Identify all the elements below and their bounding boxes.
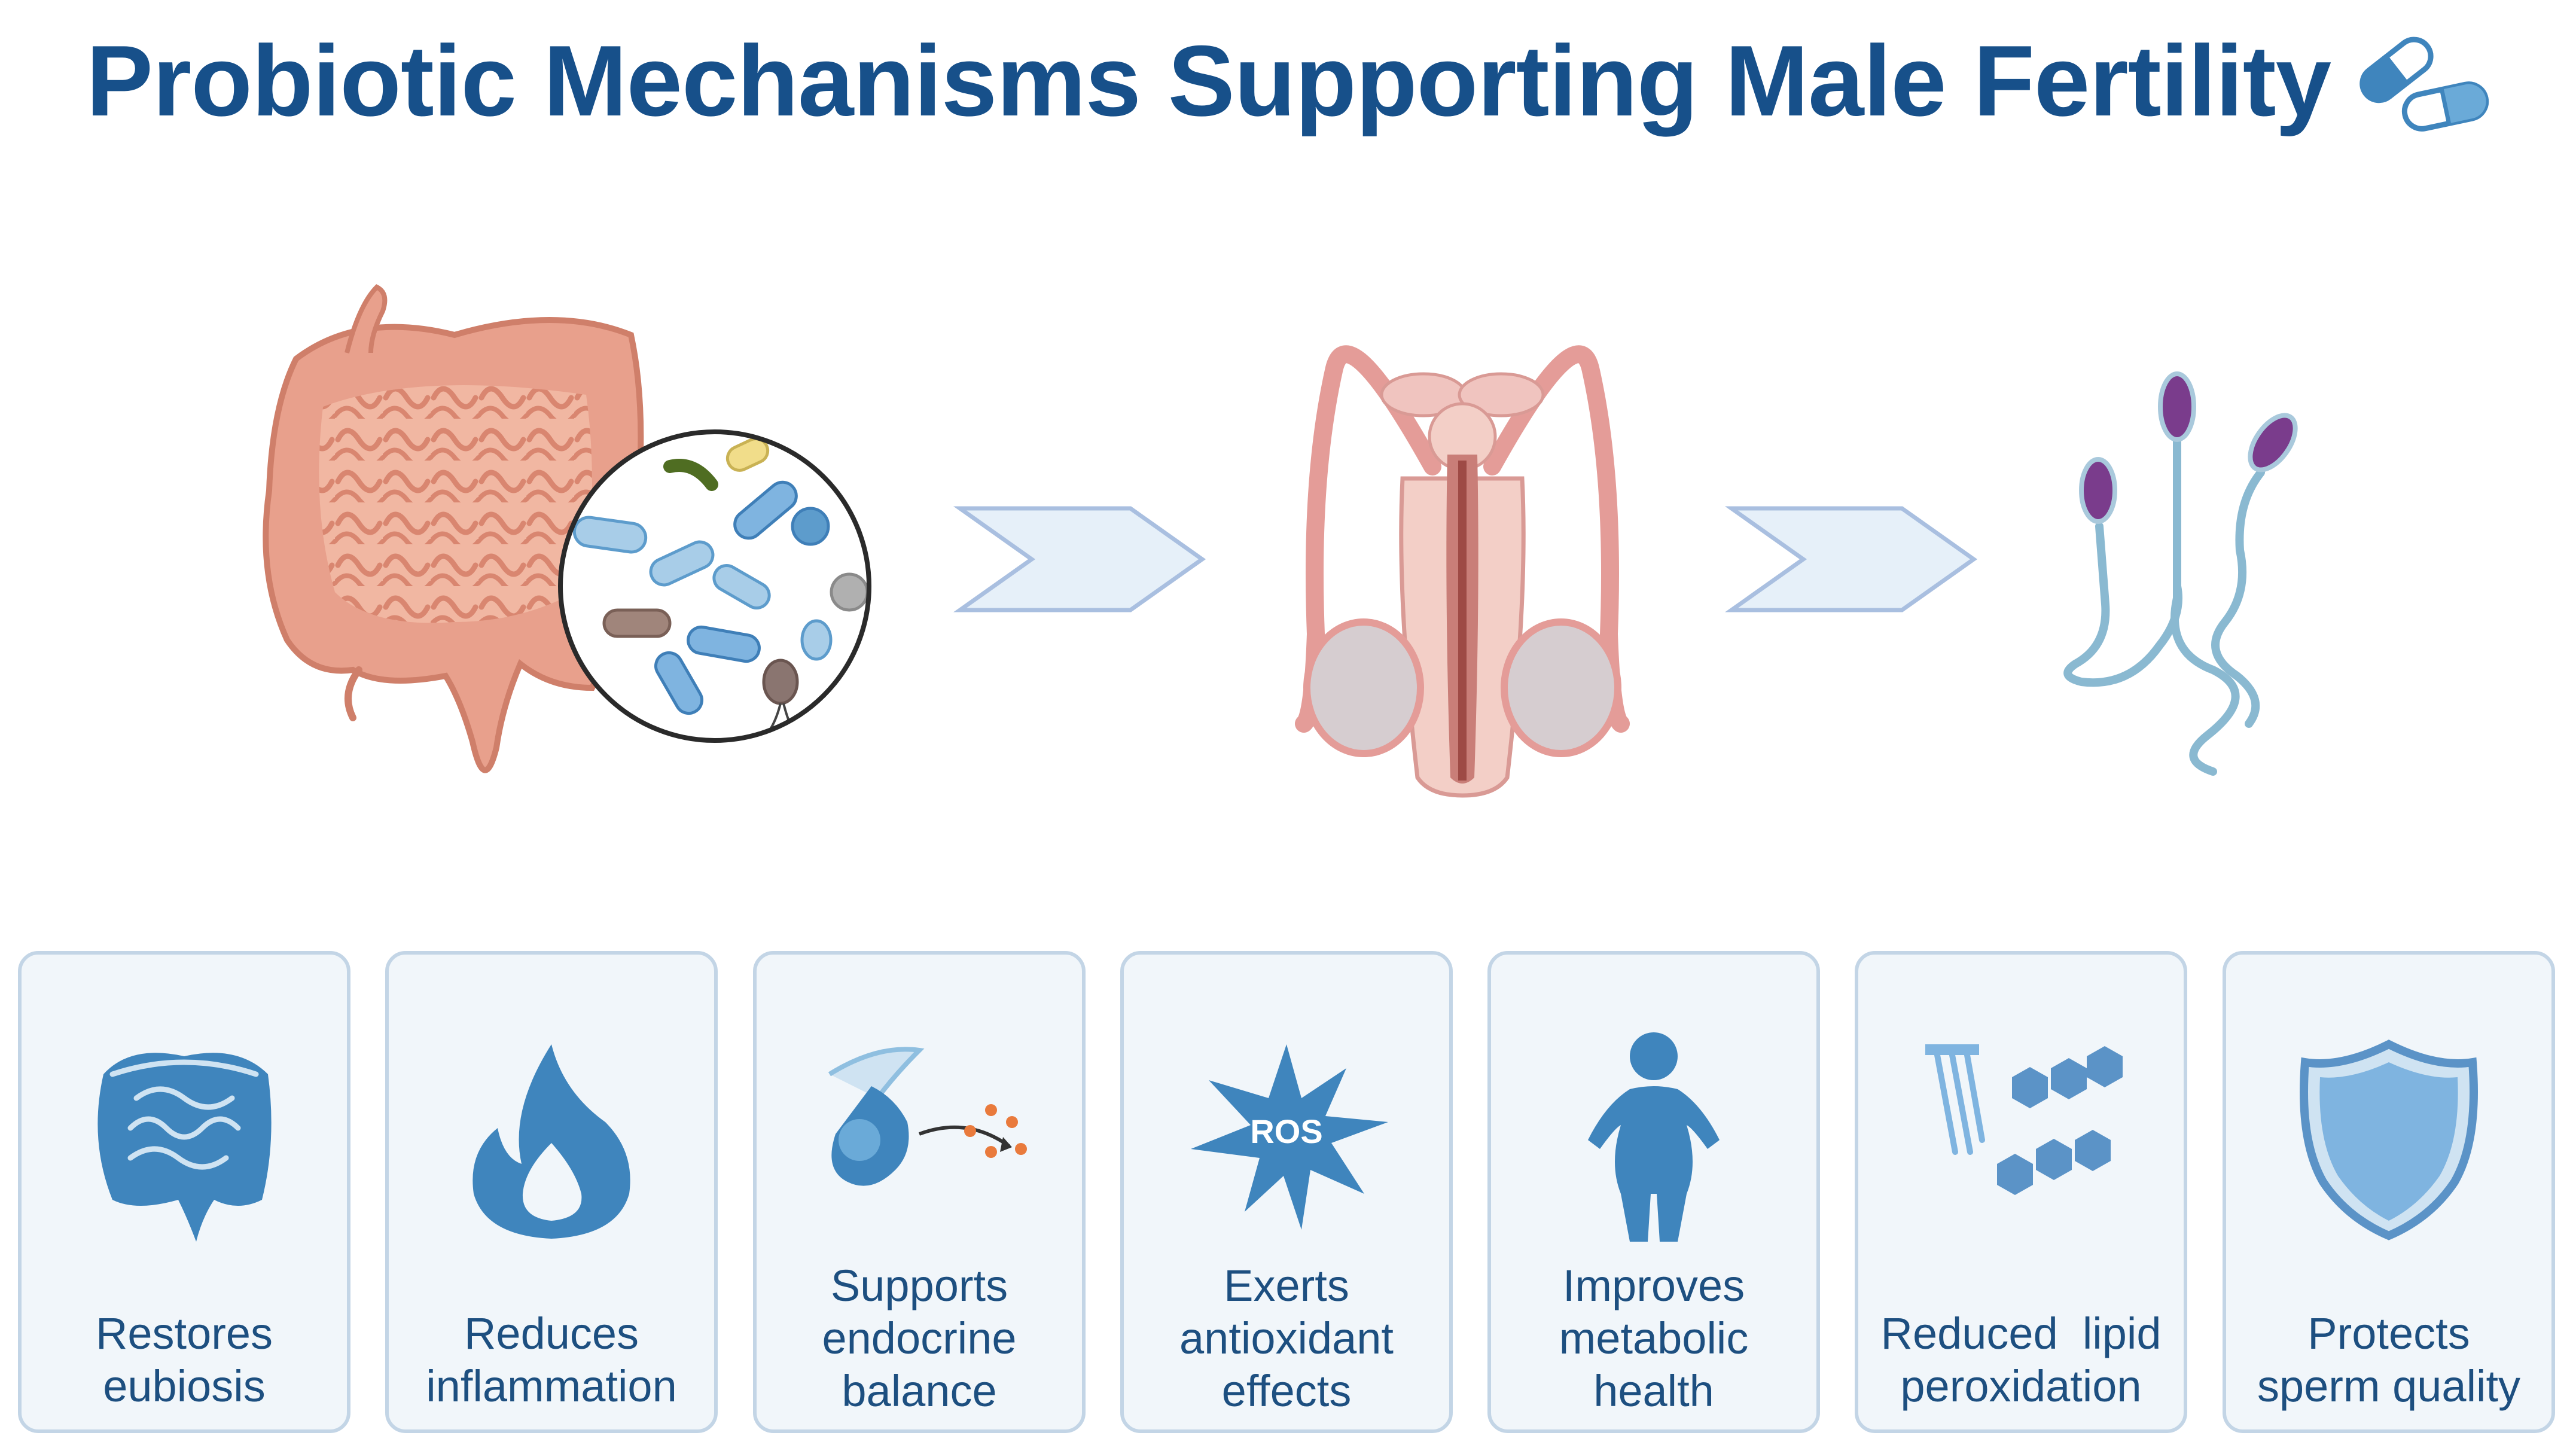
intestine-icon: [97, 1053, 272, 1242]
capsule-pills-icon: [2359, 36, 2489, 132]
chevron-arrow-1: [953, 506, 1206, 612]
shield-icon: [2300, 1040, 2478, 1240]
top-illustration-row: [263, 284, 2298, 798]
body-figure-icon: [1588, 1032, 1720, 1242]
endocrine-gland-icon: [828, 1047, 1027, 1186]
title-bar: Probiotic Mechanisms Supporting Male Fer…: [0, 18, 2576, 144]
gut-microbiota-illustration: [263, 284, 871, 773]
page-title: Probiotic Mechanisms Supporting Male Fer…: [86, 24, 2331, 137]
chevron-arrow-2: [1725, 506, 1978, 612]
sperm-cells-illustration: [2063, 371, 2298, 776]
ros-icon: ROS: [1191, 1044, 1388, 1230]
ros-label: ROS: [1250, 1112, 1322, 1150]
male-reproductive-system-illustration: [1295, 345, 1630, 798]
flame-icon: [472, 1044, 630, 1239]
lipid-molecule-icon: [1925, 1044, 2123, 1195]
microbiota-magnifier: [558, 429, 871, 743]
